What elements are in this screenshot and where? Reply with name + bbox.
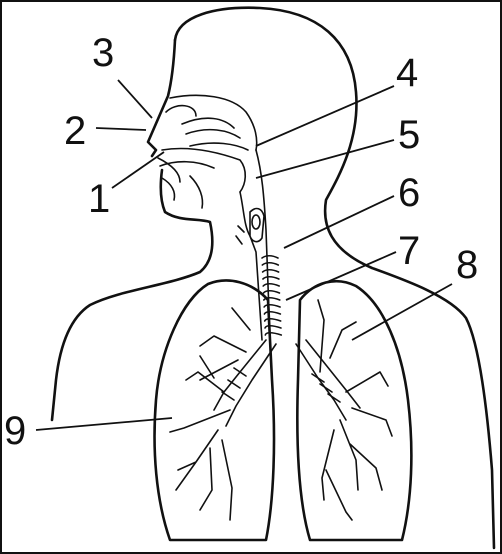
trachea-rings — [222, 256, 340, 402]
leader-6 — [284, 196, 394, 248]
airway — [222, 150, 340, 402]
trachea-ring — [265, 333, 281, 335]
trachea-ring — [263, 284, 279, 286]
label-1: 1 — [88, 177, 110, 221]
trachea-ring — [265, 326, 281, 328]
leader-8 — [352, 284, 452, 340]
label-5: 5 — [398, 113, 420, 157]
lung-right — [297, 281, 411, 540]
oral-cavity — [160, 162, 214, 208]
leader-lines — [36, 80, 452, 430]
trachea-ring — [264, 312, 280, 314]
label-2: 2 — [64, 109, 86, 153]
label-3: 3 — [92, 31, 114, 75]
trachea-ring — [263, 277, 279, 279]
label-8: 8 — [456, 243, 478, 287]
trachea-ring — [264, 291, 280, 293]
label-9: 9 — [4, 409, 26, 453]
leader-9 — [36, 418, 172, 430]
trachea-ring — [262, 256, 278, 258]
trachea-ring — [262, 263, 278, 265]
leader-5 — [256, 140, 394, 178]
leader-7 — [286, 252, 396, 300]
leader-4 — [256, 86, 394, 146]
trachea-ring — [264, 305, 280, 307]
label-7: 7 — [398, 229, 420, 273]
nasal-cavity — [158, 95, 257, 192]
trachea-ring — [263, 270, 279, 272]
leader-3 — [118, 80, 152, 118]
trachea-ring — [265, 319, 281, 321]
label-4: 4 — [396, 51, 418, 95]
leader-1 — [112, 152, 164, 188]
leader-2 — [96, 128, 146, 130]
bronchial-tree — [170, 300, 392, 520]
label-6: 6 — [398, 171, 420, 215]
